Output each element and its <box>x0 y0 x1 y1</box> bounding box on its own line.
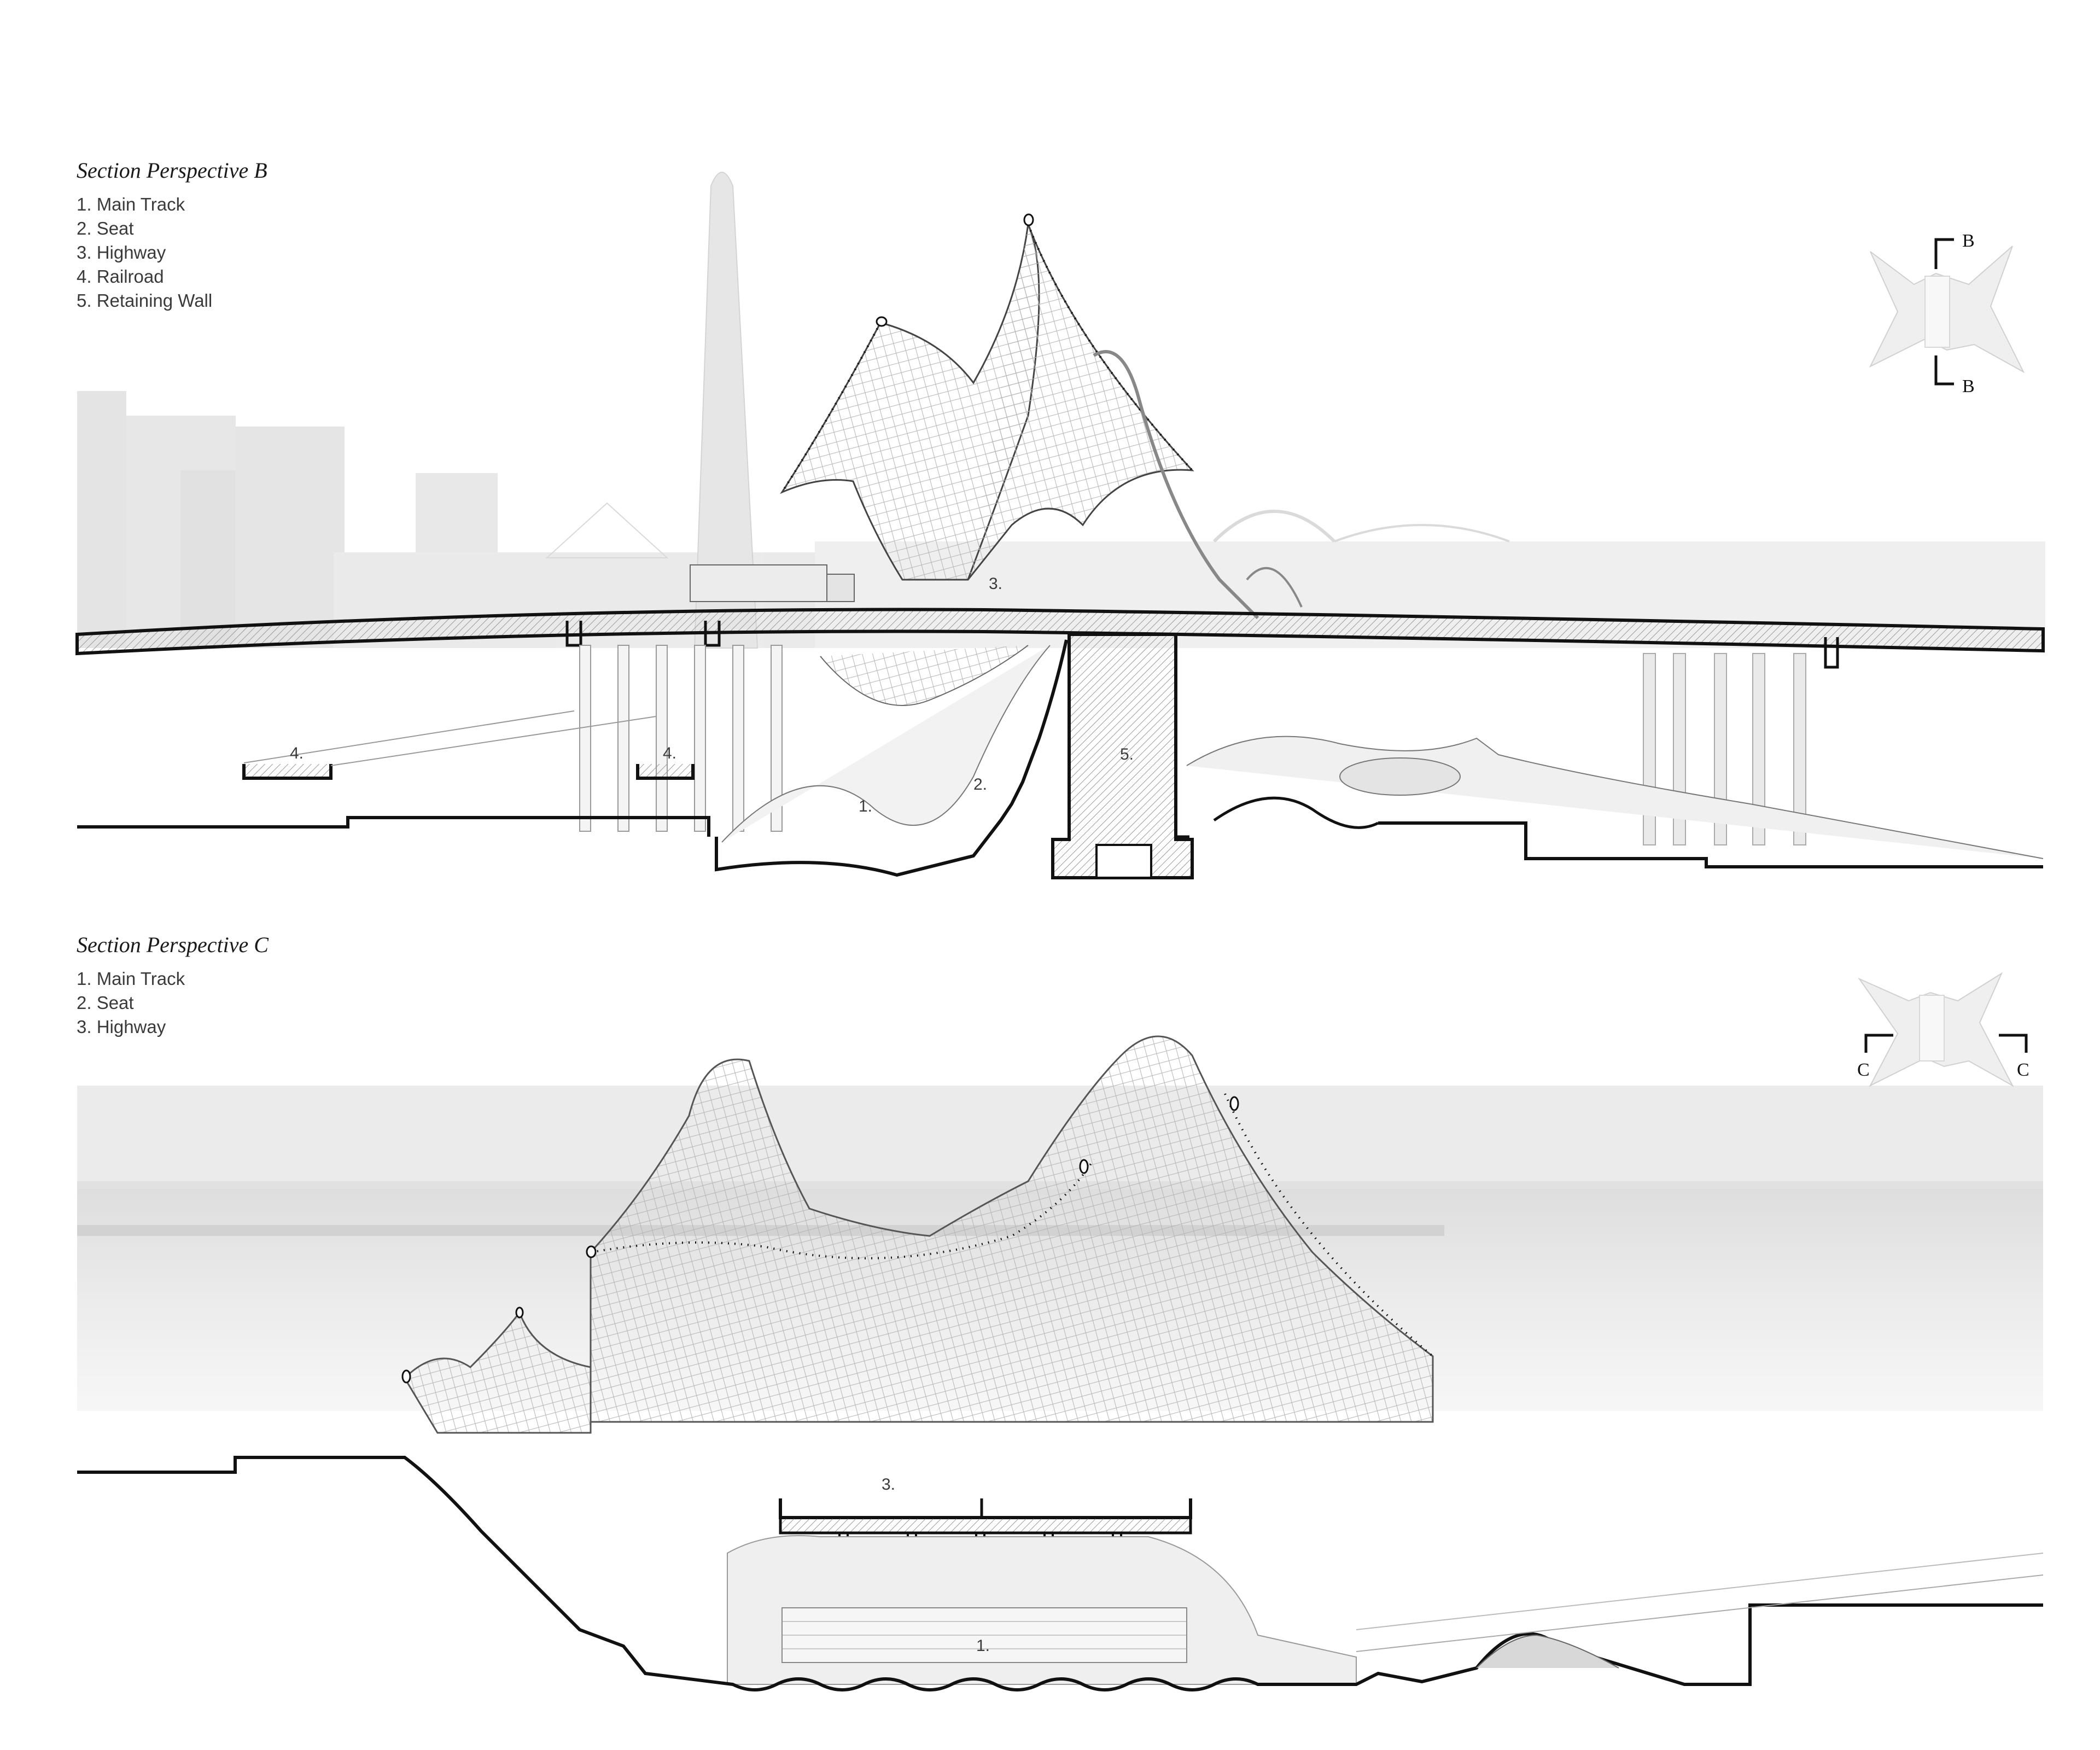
legend-item-seat: 2. Seat <box>77 218 134 238</box>
railroad-left <box>242 710 657 780</box>
canopy-c <box>401 1035 1434 1434</box>
legend-item-highway: 3. Highway <box>77 242 166 262</box>
plaza-right <box>1174 637 2044 868</box>
callout-main-track-c: 1. <box>976 1637 990 1655</box>
callout-highway-c: 3. <box>882 1475 896 1494</box>
gateway-arch <box>693 172 759 649</box>
section-b-legend-list: 1. Main Track 2. Seat 3. Highway 4. Rail… <box>77 192 267 313</box>
section-b-legend: Section Perspective B 1. Main Track 2. S… <box>77 160 267 313</box>
legend-item-main-track: 1. Main Track <box>77 969 185 989</box>
highway-columns-left <box>579 645 783 832</box>
ground-line-b <box>77 816 710 837</box>
keyplan-b-cut-label-bottom: B <box>1962 376 1975 396</box>
keyplan-b-marks <box>1934 238 1954 386</box>
legend-item-highway: 3. Highway <box>77 1017 166 1037</box>
keyplan-b-cut-label-top: B <box>1962 231 1975 251</box>
keyplan-c-cut-label-left: C <box>1857 1060 1870 1080</box>
railroad-right <box>636 764 695 780</box>
callout-seat-b: 2. <box>973 775 988 794</box>
truck <box>690 564 855 602</box>
keyplan-b-figure <box>1869 246 2025 374</box>
section-c-legend-list: 1. Main Track 2. Seat 3. Highway <box>77 967 269 1039</box>
section-c-legend: Section Perspective C 1. Main Track 2. S… <box>77 934 269 1039</box>
legend-item-main-track: 1. Main Track <box>77 194 185 214</box>
legend-item-seat: 2. Seat <box>77 993 134 1013</box>
track-pit-b <box>715 639 1068 877</box>
callout-main-track-b: 1. <box>859 797 873 815</box>
highway-deck-b <box>75 608 2045 656</box>
keyplan-c-figure <box>1858 972 2014 1087</box>
legend-item-railroad: 4. Railroad <box>77 266 164 287</box>
highway-deck-c <box>779 1498 1192 1543</box>
section-c-title: Section Perspective C <box>77 932 269 957</box>
callout-highway-b: 3. <box>989 575 1003 593</box>
callout-railroad-left-b: 4. <box>290 744 304 762</box>
callout-retaining-wall-b: 5. <box>1120 745 1134 763</box>
callout-railroad-right-b: 4. <box>663 744 677 762</box>
section-b-title: Section Perspective B <box>77 158 267 183</box>
keyplan-c-marks <box>1864 1034 2028 1053</box>
ground-line-c <box>77 1456 2043 1691</box>
legend-item-retaining-wall: 5. Retaining Wall <box>77 290 213 311</box>
retaining-wall <box>1051 633 1194 879</box>
track-mound-c <box>727 1535 1357 1685</box>
keyplan-c-cut-label-right: C <box>2017 1060 2029 1080</box>
canopy-b <box>780 213 1303 620</box>
